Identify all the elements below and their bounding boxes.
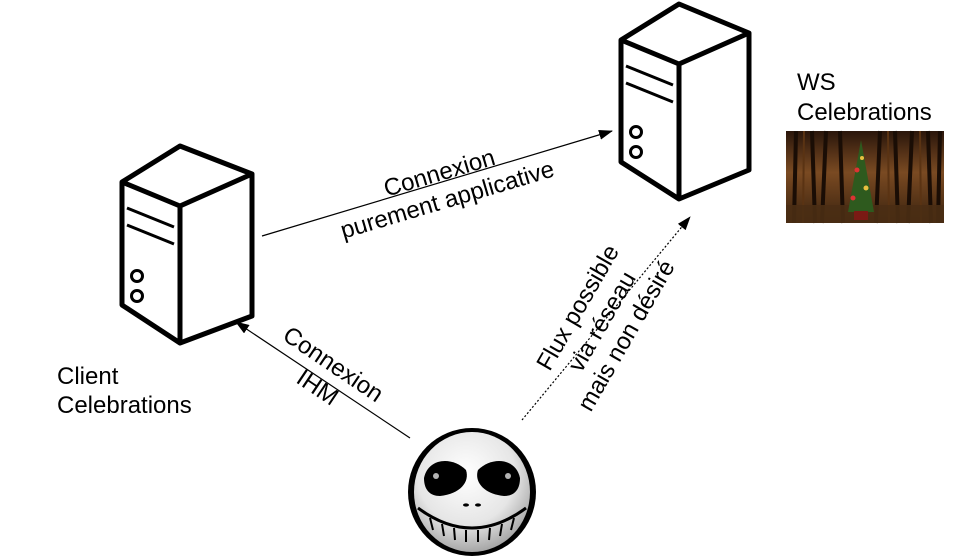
- client-server-icon: [119, 143, 255, 346]
- edge-user-to-client-arrow: [235, 321, 411, 439]
- ws-server-icon: [618, 1, 752, 202]
- christmas-forest-picture: [786, 130, 944, 224]
- jack-skellington-face-icon: [408, 428, 536, 556]
- client-label-line1: Client: [57, 363, 119, 390]
- ws-label-line2: Celebrations: [797, 99, 932, 126]
- edge-client-to-ws-arrow: [261, 129, 613, 237]
- client-label-line2: Celebrations: [57, 392, 192, 419]
- ws-label-line1: WS: [797, 69, 836, 96]
